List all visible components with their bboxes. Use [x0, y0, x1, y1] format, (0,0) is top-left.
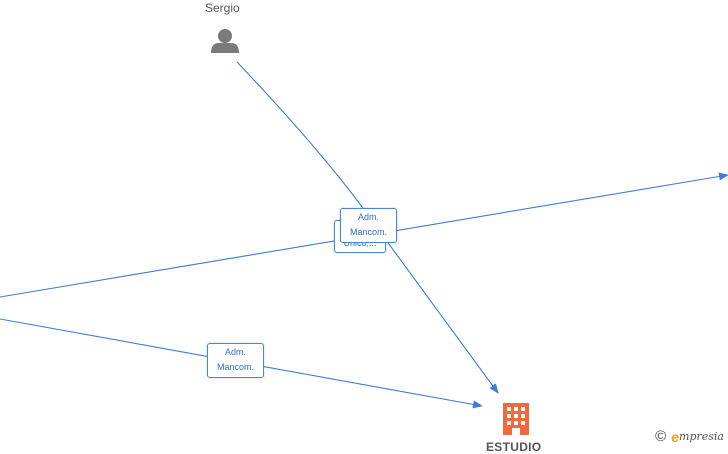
edge-label-unico-text: Único,...: [343, 238, 377, 248]
edge-label-line1: Adm.: [224, 347, 246, 357]
edge-label-line1: Adm.: [357, 212, 379, 222]
copyright-symbol: ©: [655, 428, 667, 445]
brand-initial: e: [671, 428, 680, 445]
building-icon[interactable]: [503, 403, 529, 435]
edge-label-line2: Mancom.: [216, 362, 254, 372]
empresia-watermark: © e mpresia: [655, 428, 724, 445]
person-name-label[interactable]: Sergio: [205, 1, 240, 15]
edge-label-adm-mancom-bottom[interactable]: Adm. Mancom.: [207, 343, 264, 378]
company-name-label[interactable]: ESTUDIO: [486, 440, 542, 454]
brand-name: mpresia: [679, 430, 724, 443]
edge-label-adm-mancom-top[interactable]: Adm. Mancom.: [340, 208, 397, 243]
person-icon[interactable]: [211, 29, 239, 53]
edge-label-line2: Mancom.: [349, 227, 387, 237]
